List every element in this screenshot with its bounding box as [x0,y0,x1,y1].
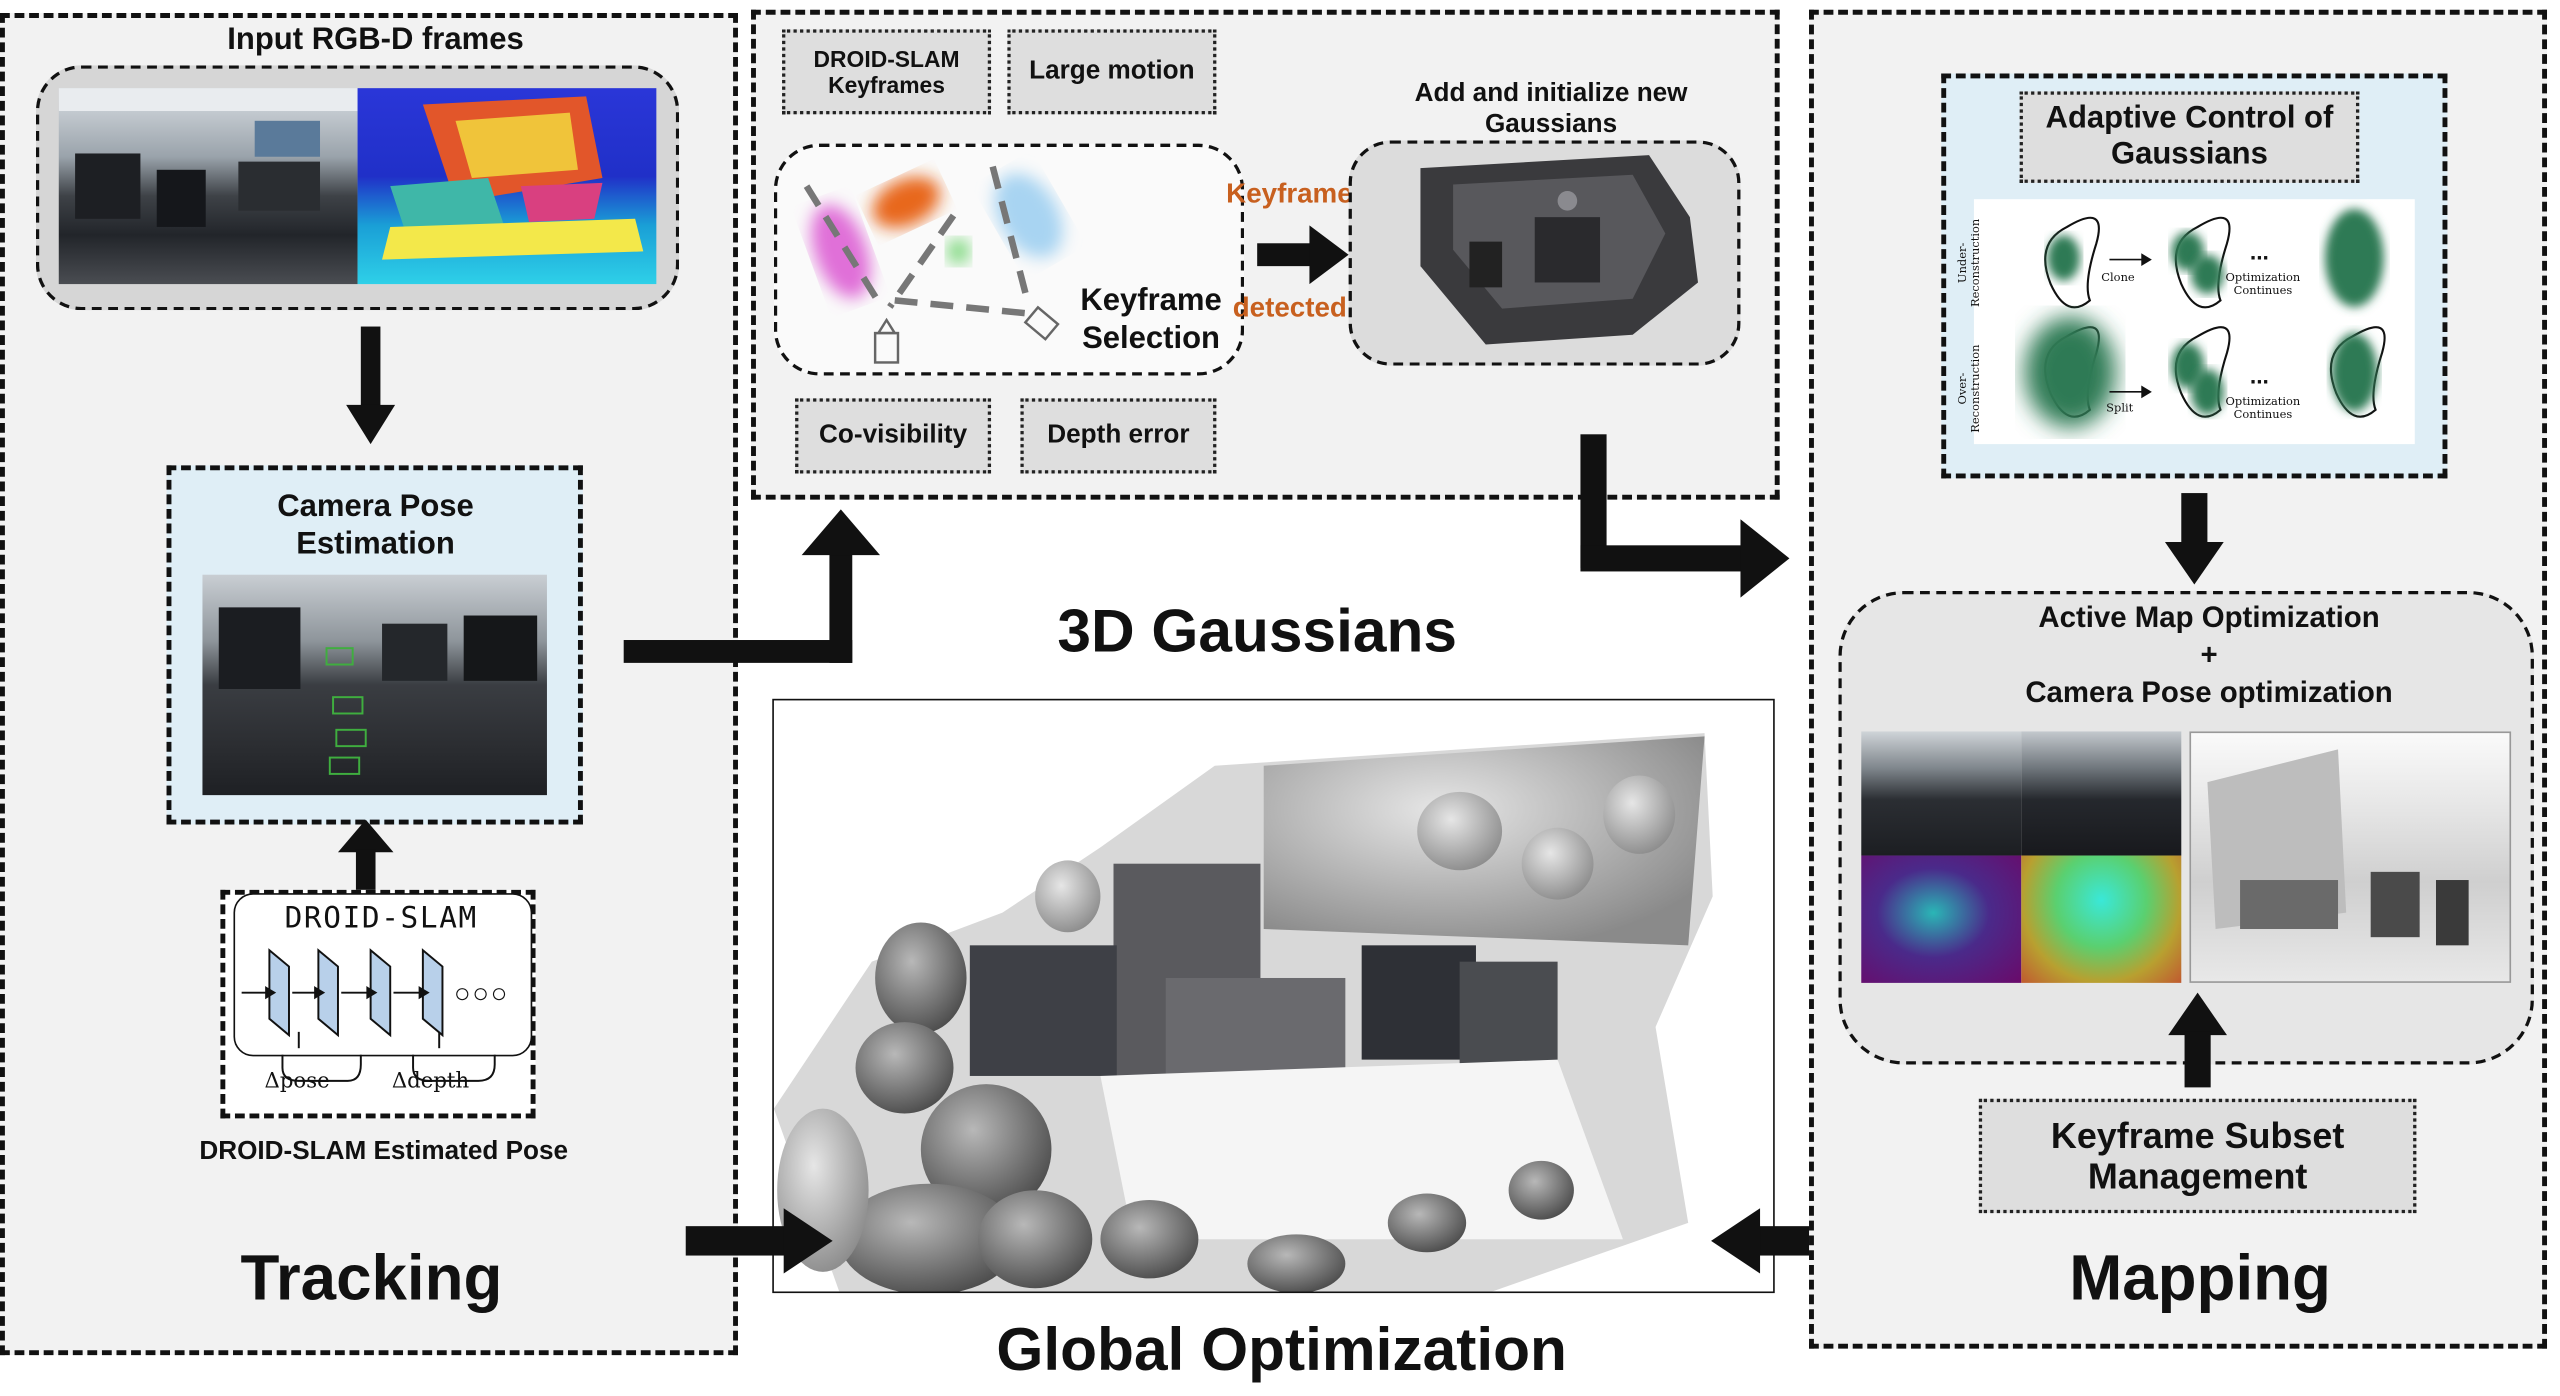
keyframe-detected-bottom: detected [1232,292,1347,324]
ellipsis-top: ... [2249,238,2269,265]
droid-dots: ○○○ [453,977,510,1010]
new-gaussians-pointcloud [1420,155,1699,345]
keyframe-selection-label: Keyframe Selection [1080,284,1222,356]
input-rgbd-label: Input RGB-D frames [227,22,524,58]
keyframe-detected-top: Keyframe [1226,177,1353,209]
arrow-selection-to-add [1257,225,1349,285]
adaptive-control-label: Adaptive Control of Gaussians [2019,91,2360,183]
active-map-render [2189,731,2512,983]
gaussian-scene-render [773,733,1713,1292]
co-visibility-box: Co-visibility [795,398,992,474]
camera-trajectory-drawing [218,607,538,775]
droid-network-diagram [241,948,496,1082]
delta-pose-label: Δpose [264,1069,330,1094]
camera-pose-label: Camera Pose Estimation [277,489,474,562]
droid-keyframes-box: DROID-SLAM Keyframes [782,29,992,115]
active-map-depth-1 [1861,855,2022,983]
clone-label: Clone [2101,271,2135,285]
droid-slam-title: DROID-SLAM [284,901,478,936]
arrow-tracking-to-scene [685,1208,833,1274]
arrow-input-to-pose [346,326,396,445]
droid-caption: DROID-SLAM Estimated Pose [199,1137,569,1166]
delta-depth-label: Δdepth [391,1069,470,1094]
opt-continues-bottom: Optimization Continues [2225,395,2301,422]
large-motion-box: Large motion [1007,29,1217,115]
mapping-title: Mapping [2069,1244,2331,1315]
global-optimization-title: Global Optimization [996,1315,1567,1383]
rendered-scene-drawing [2207,749,2469,946]
keyframe-subset-box: Keyframe Subset Management [1978,1098,2417,1214]
opt-continues-top: Optimization Continues [2225,271,2301,298]
keyframe-selection-diagram [803,165,1063,364]
add-initialize-label: Add and initialize new Gaussians [1414,80,1688,140]
depth-frame-image [357,88,657,285]
office-scene-drawing [58,88,358,227]
active-map-rgb-1 [1861,731,2022,856]
arrow-droid-to-pose [337,819,394,892]
adaptive-gaussian-diagram [2024,208,2386,428]
rgb-frame-image [58,88,358,285]
arrow-tracking-to-keyframe [623,509,881,663]
arrow-keyframe-to-mapping [1580,434,1790,598]
ellipsis-bottom: ... [2249,362,2269,389]
arrow-adaptive-to-active [2164,493,2224,585]
active-map-label: Active Map Optimization [2038,600,2380,634]
active-map-rgb-2 [2021,731,2182,856]
pose-frame-image [202,574,547,796]
arrow-subset-to-active [2168,992,2228,1088]
plus-label: + [2200,638,2218,672]
camera-pose-opt-label: Camera Pose optimization [2025,675,2393,709]
depth-colormap-drawing [382,96,644,260]
active-map-depth-2 [2021,855,2182,983]
gaussians-title: 3D Gaussians [1057,597,1457,665]
gaussian-scene-frame [772,698,1775,1294]
split-label: Split [2106,401,2134,415]
depth-error-box: Depth error [1020,398,1217,474]
tracking-title: Tracking [240,1244,503,1315]
